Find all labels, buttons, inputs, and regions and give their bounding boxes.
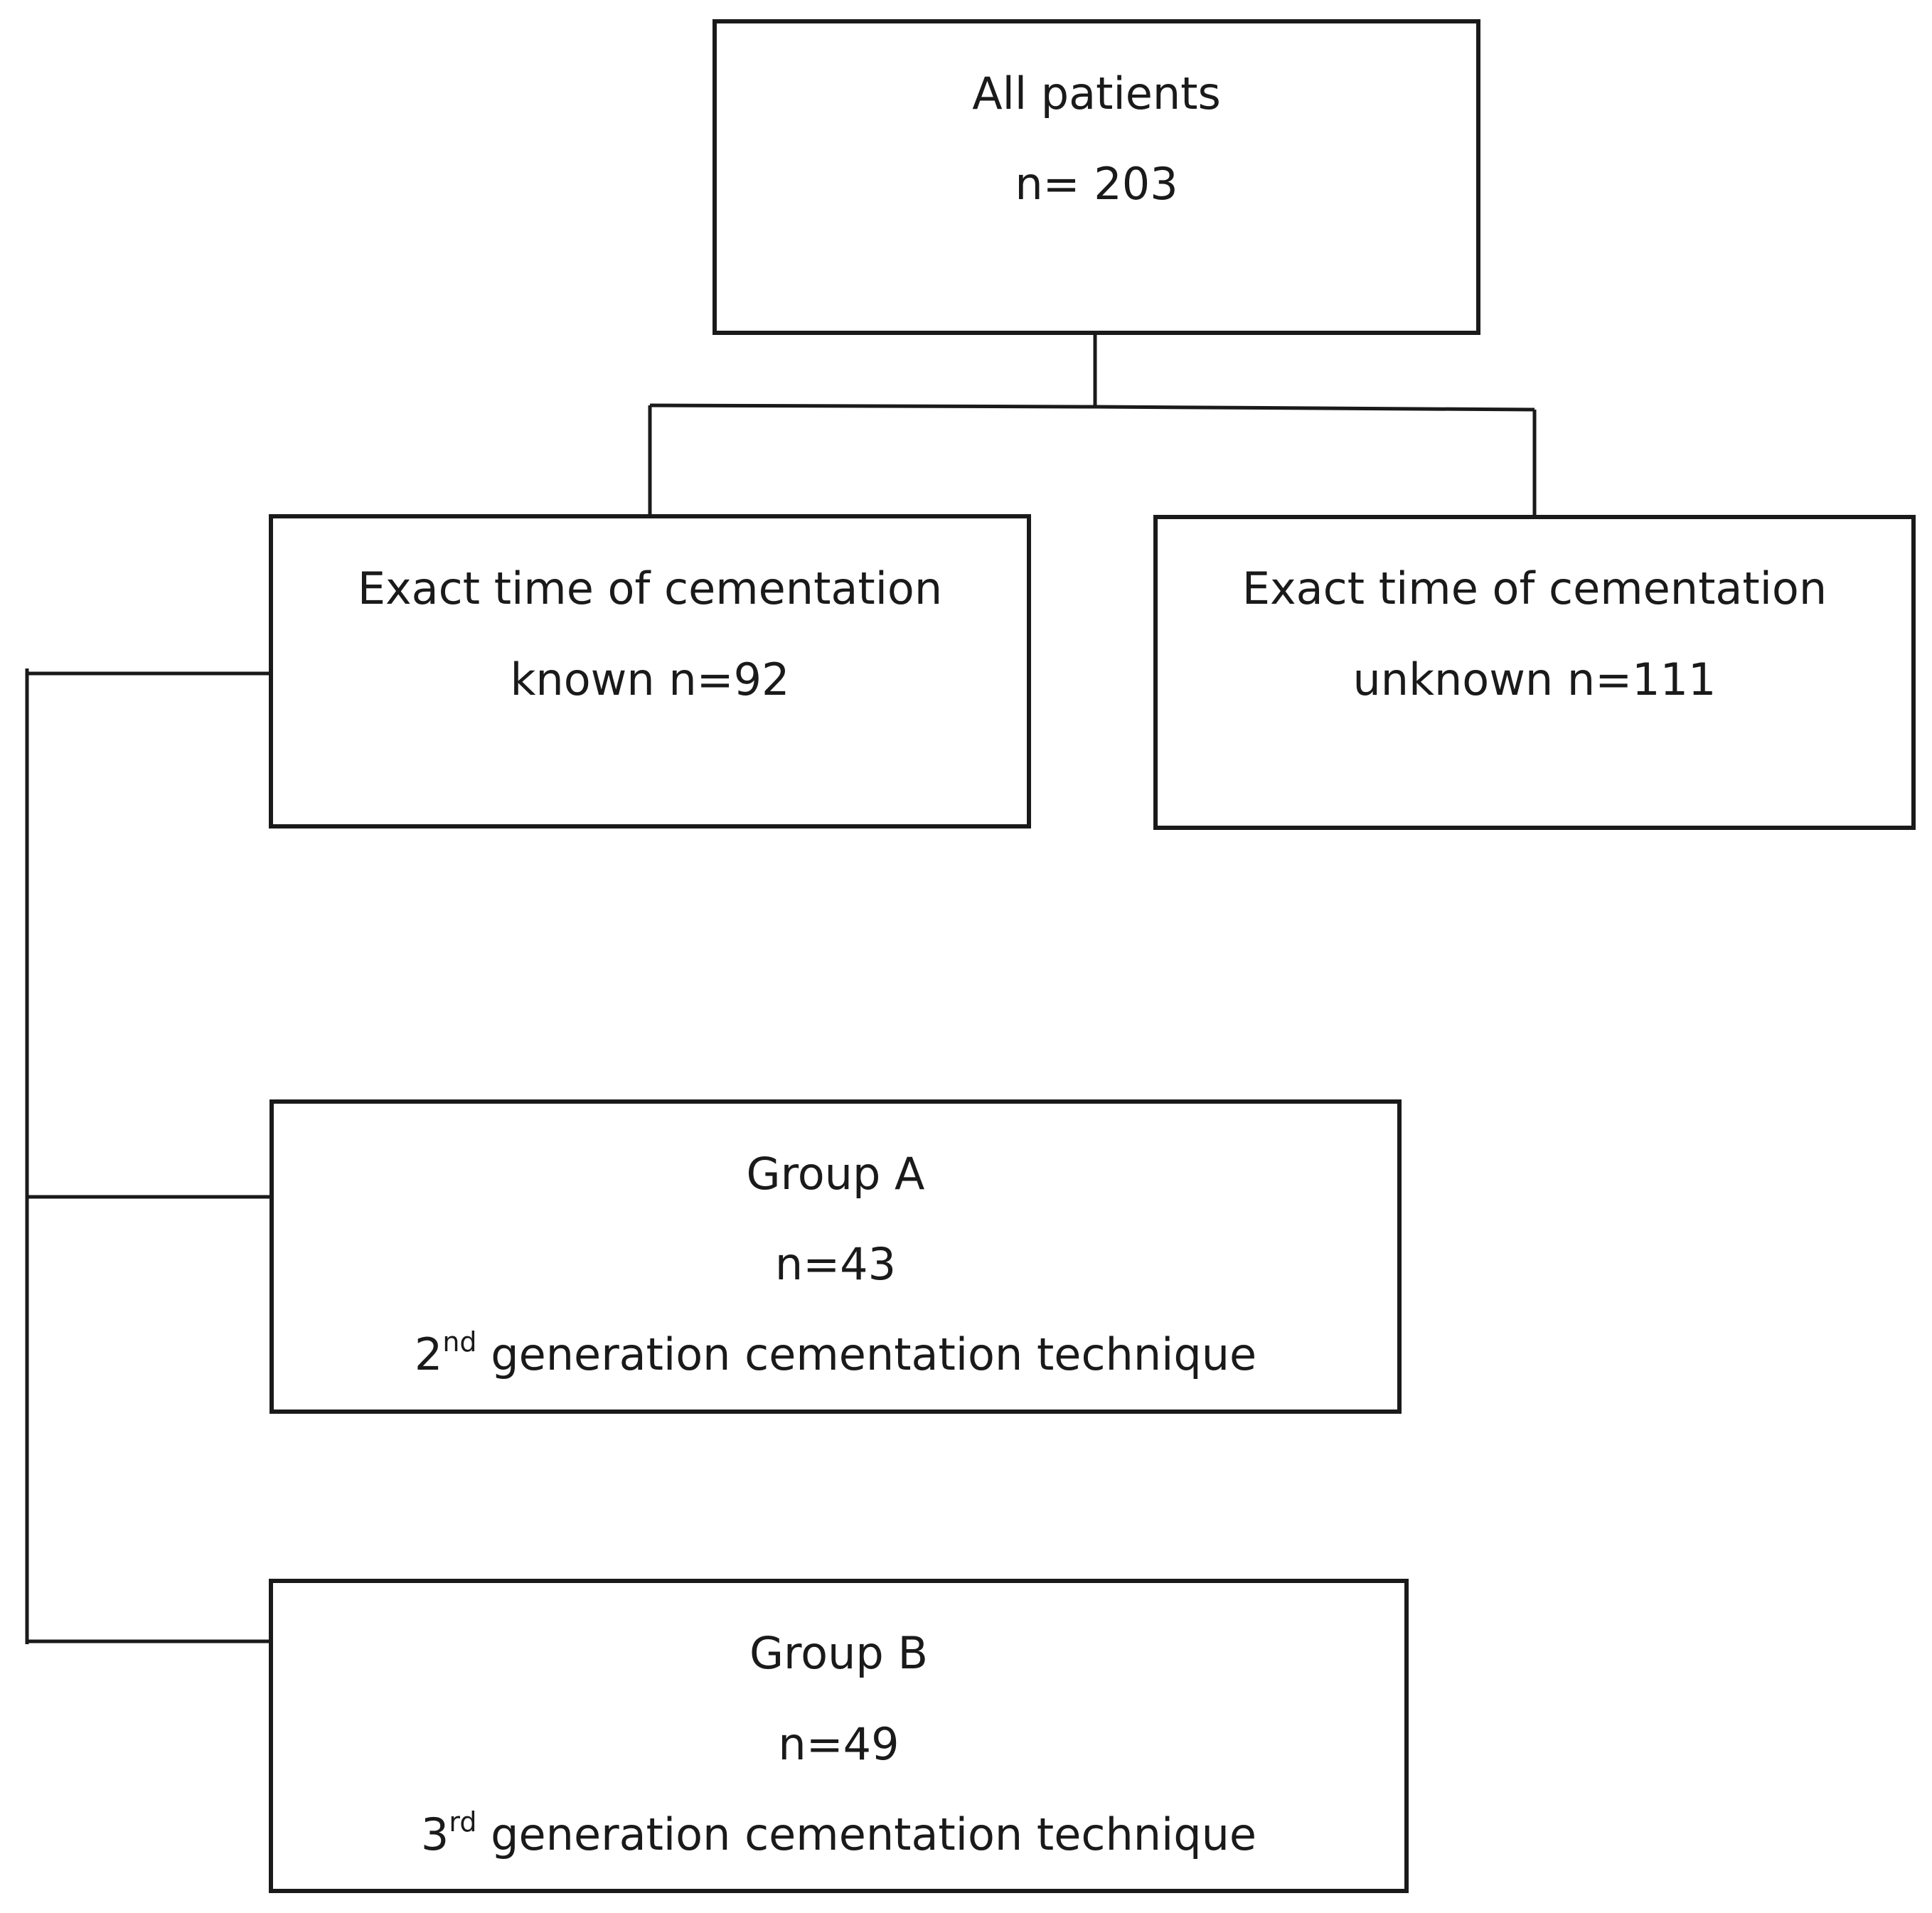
unknown-time-box: Exact time of cementation unknown n=111 — [1153, 515, 1916, 830]
all-patients-title: All patients — [972, 68, 1221, 119]
group-b-title: Group B — [749, 1627, 928, 1679]
group-a-technique: 2nd generation cementation technique — [274, 1328, 1397, 1377]
group-b-technique-text: generation cementation technique — [491, 1808, 1257, 1860]
connector-split-bar — [649, 403, 1535, 412]
all-patients-box: All patients n= 203 — [713, 19, 1480, 335]
known-time-count: known n=92 — [510, 654, 790, 705]
all-patients-count: n= 203 — [1015, 158, 1178, 210]
unknown-time-count: unknown n=111 — [1352, 654, 1717, 705]
group-b-ordinal-number: 3 — [420, 1808, 449, 1860]
group-a-count: n=43 — [774, 1238, 897, 1290]
group-a-technique-text: generation cementation technique — [491, 1328, 1257, 1380]
group-b-count: n=49 — [778, 1718, 900, 1770]
group-a-ordinal-suffix: nd — [442, 1326, 477, 1358]
group-a-title: Group A — [746, 1148, 925, 1200]
group-a-box: Group A n=43 2nd generation cementation … — [269, 1099, 1402, 1414]
known-time-label: Exact time of cementation — [357, 563, 943, 614]
group-a-ordinal-number: 2 — [414, 1328, 443, 1380]
group-b-technique: 3rd generation cementation technique — [273, 1808, 1404, 1857]
unknown-time-label: Exact time of cementation — [1242, 563, 1827, 614]
group-b-box: Group B n=49 3rd generation cementation … — [269, 1579, 1409, 1893]
known-time-box: Exact time of cementation known n=92 — [269, 514, 1031, 828]
group-b-ordinal-suffix: rd — [449, 1806, 477, 1838]
